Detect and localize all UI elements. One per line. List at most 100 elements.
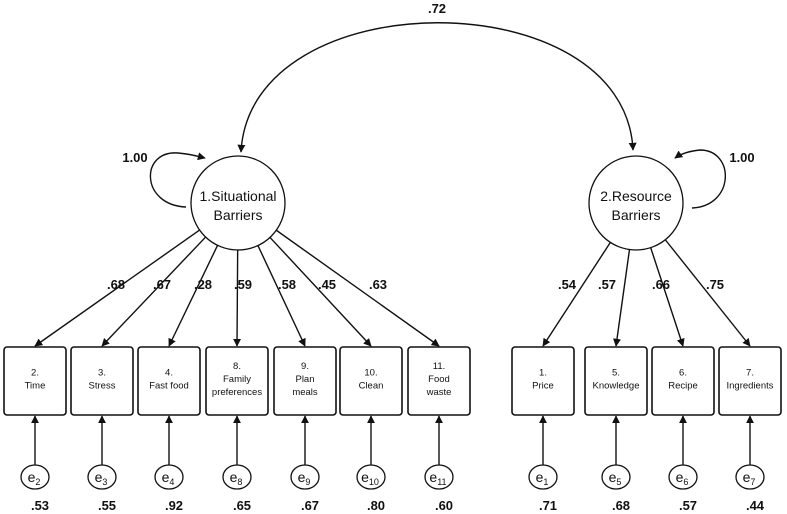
indicator-box xyxy=(651,346,715,416)
loading-value: .59 xyxy=(234,277,252,292)
error-variance-value: .68 xyxy=(612,498,630,513)
loading-arrow xyxy=(101,236,207,347)
nodes-layer xyxy=(3,155,782,490)
error-label: e4 xyxy=(162,469,175,487)
error-letter: e xyxy=(429,469,437,485)
indicator-label: Ingredients xyxy=(726,381,773,392)
error-subscript: 4 xyxy=(169,477,174,487)
error-label: e10 xyxy=(361,469,379,487)
indicator-label: Fast food xyxy=(149,381,189,392)
error-label: e3 xyxy=(95,469,108,487)
error-label: e9 xyxy=(298,469,311,487)
error-label: e8 xyxy=(230,469,243,487)
indicator-label: 10. xyxy=(364,368,377,379)
loading-arrow xyxy=(664,239,751,347)
error-variance-value: .55 xyxy=(98,498,116,513)
error-ellipse xyxy=(735,464,765,490)
indicator-box xyxy=(3,346,67,416)
error-variance-value: .67 xyxy=(301,498,319,513)
error-ellipse xyxy=(356,464,386,490)
error-ellipse xyxy=(601,464,631,490)
indicator-label: preferences xyxy=(212,387,262,398)
error-label: e6 xyxy=(676,469,689,487)
paths-layer xyxy=(31,22,754,465)
indicator-label: Food xyxy=(428,374,450,385)
error-subscript: 8 xyxy=(237,477,242,487)
latent-circle-situational xyxy=(190,155,286,251)
indicator-box xyxy=(718,346,782,416)
indicator-label: 3. xyxy=(98,368,106,379)
covariance-arc xyxy=(237,22,637,153)
covariance-value: .72 xyxy=(428,1,446,16)
error-label: e1 xyxy=(536,469,549,487)
loading-value: .66 xyxy=(652,277,670,292)
indicator-box xyxy=(339,346,403,416)
error-letter: e xyxy=(361,469,369,485)
loading-value: .75 xyxy=(706,277,724,292)
loading-value: .57 xyxy=(598,277,616,292)
indicator-label: 8. xyxy=(233,361,241,372)
loading-arrow xyxy=(233,249,242,347)
indicator-box xyxy=(511,346,575,416)
error-ellipse xyxy=(222,464,252,490)
error-variance-value: .44 xyxy=(746,498,765,513)
indicator-box xyxy=(407,346,471,416)
error-variance-value: .65 xyxy=(233,498,251,513)
loading-value: .54 xyxy=(558,277,577,292)
indicator-label: Time xyxy=(25,381,46,392)
error-letter: e xyxy=(162,469,170,485)
error-letter: e xyxy=(230,469,238,485)
error-subscript: 2 xyxy=(35,477,40,487)
error-label: e7 xyxy=(743,469,756,487)
indicator-label: 9. xyxy=(301,361,309,372)
indicator-label: Family xyxy=(223,374,251,385)
error-ellipse xyxy=(154,464,184,490)
indicator-label: Knowledge xyxy=(592,381,639,392)
indicator-label: 11. xyxy=(433,361,446,372)
variance-value-situational: 1.00 xyxy=(122,150,147,165)
indicator-box xyxy=(205,346,269,416)
error-subscript: 6 xyxy=(683,477,688,487)
indicator-label: Price xyxy=(532,381,554,392)
variance-value-resource: 1.00 xyxy=(729,150,754,165)
indicator-label: waste xyxy=(426,387,452,398)
error-letter: e xyxy=(95,469,103,485)
indicator-label: Clean xyxy=(359,381,384,392)
latent-circle-resource xyxy=(588,155,684,251)
indicator-label: 2. xyxy=(31,368,39,379)
error-variance-value: .53 xyxy=(31,498,49,513)
loading-value: .63 xyxy=(369,277,387,292)
loading-arrow xyxy=(269,236,372,347)
error-letter: e xyxy=(676,469,684,485)
error-subscript: 11 xyxy=(437,477,446,487)
indicator-label: 7. xyxy=(746,368,754,379)
indicator-label: Plan xyxy=(295,374,314,385)
latent-label-line1: 1.Situational xyxy=(199,188,276,204)
error-ellipse xyxy=(87,464,117,490)
indicator-box xyxy=(273,346,337,416)
error-ellipse xyxy=(528,464,558,490)
indicator-label: 5. xyxy=(612,368,620,379)
error-letter: e xyxy=(743,469,751,485)
loading-arrow xyxy=(257,245,306,347)
error-subscript: 10 xyxy=(369,477,379,487)
loading-arrow xyxy=(542,242,611,347)
error-subscript: 3 xyxy=(102,477,107,487)
error-subscript: 5 xyxy=(616,477,621,487)
indicator-label: Recipe xyxy=(668,381,698,392)
error-letter: e xyxy=(298,469,306,485)
error-letter: e xyxy=(28,469,36,485)
error-ellipse xyxy=(668,464,698,490)
error-letter: e xyxy=(536,469,544,485)
loading-arrow xyxy=(34,229,200,347)
loading-value: .45 xyxy=(318,277,336,292)
error-label: e2 xyxy=(28,469,41,487)
error-ellipse xyxy=(290,464,320,490)
loading-arrow xyxy=(168,245,219,347)
indicator-label: 4. xyxy=(165,368,173,379)
error-label: e11 xyxy=(429,469,446,487)
loading-arrow xyxy=(275,229,440,347)
indicator-label: 6. xyxy=(679,368,687,379)
indicator-box xyxy=(584,346,648,416)
